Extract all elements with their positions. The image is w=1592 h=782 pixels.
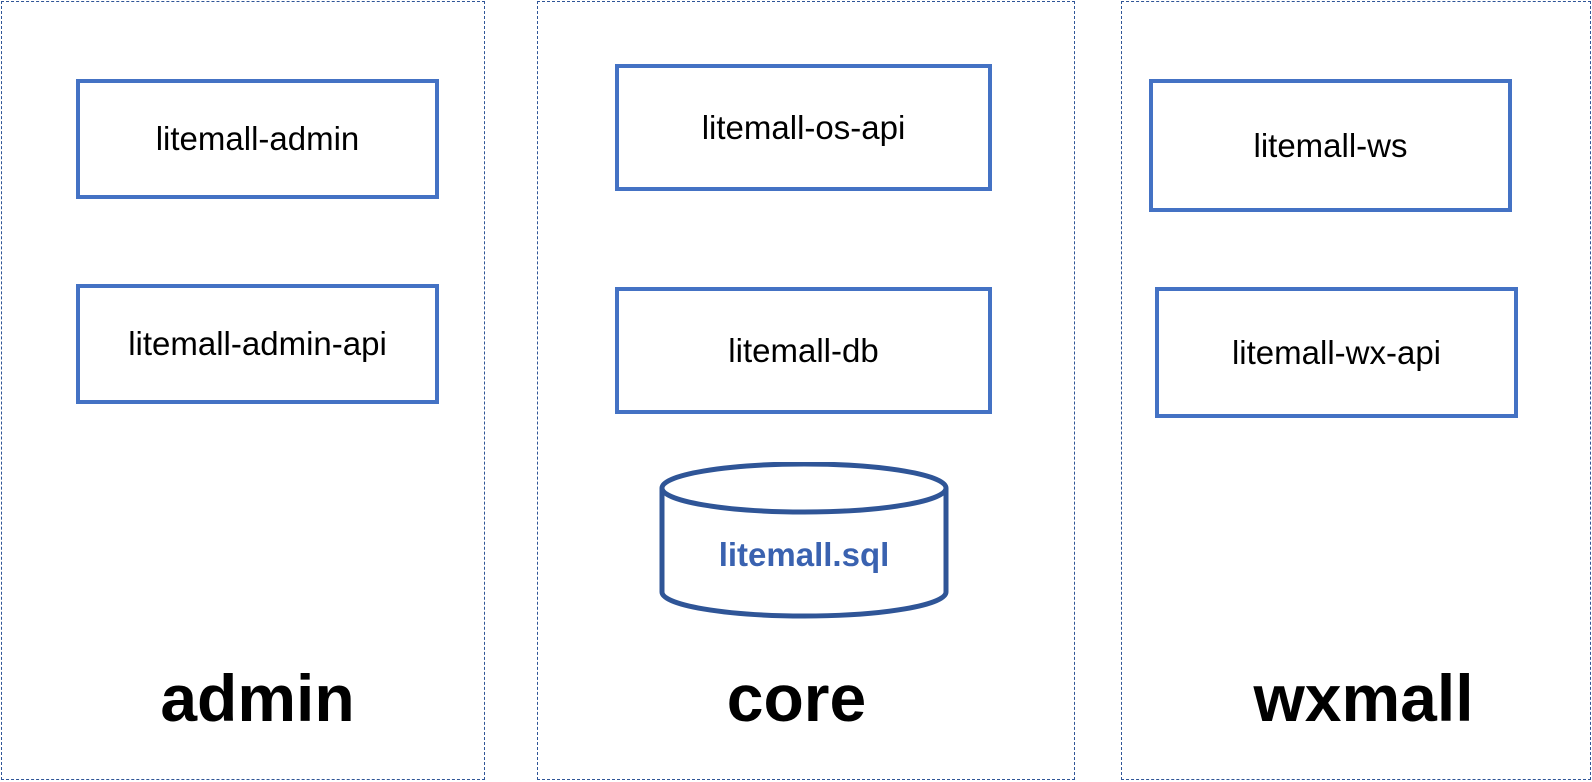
wxmall-group	[1121, 1, 1591, 780]
group-label-admin: admin	[160, 661, 355, 735]
module-label: litemall-admin-api	[128, 325, 387, 362]
module-label: litemall-ws	[1253, 126, 1408, 164]
module-litemall-admin-api: litemall-admin-api	[76, 284, 439, 404]
module-litemall-os-api: litemall-os-api	[615, 64, 992, 191]
module-label: litemall-db	[728, 331, 879, 369]
core-group	[537, 1, 1075, 780]
database-label: litemall.sql	[718, 536, 890, 573]
module-litemall-ws: litemall-ws	[1149, 79, 1512, 212]
module-litemall-wx-api: litemall-wx-api	[1155, 287, 1518, 418]
database-cylinder: litemall.sql	[658, 462, 950, 620]
module-label: litemall-os-api	[701, 108, 906, 146]
module-label: litemall-admin	[155, 120, 360, 157]
database-icon	[659, 462, 949, 619]
module-litemall-admin: litemall-admin	[76, 79, 439, 199]
module-litemall-db: litemall-db	[615, 287, 992, 414]
admin-group	[1, 1, 485, 780]
module-label: litemall-wx-api	[1231, 333, 1442, 371]
group-label-wxmall: wxmall	[1253, 661, 1474, 735]
group-label-core: core	[726, 661, 867, 735]
